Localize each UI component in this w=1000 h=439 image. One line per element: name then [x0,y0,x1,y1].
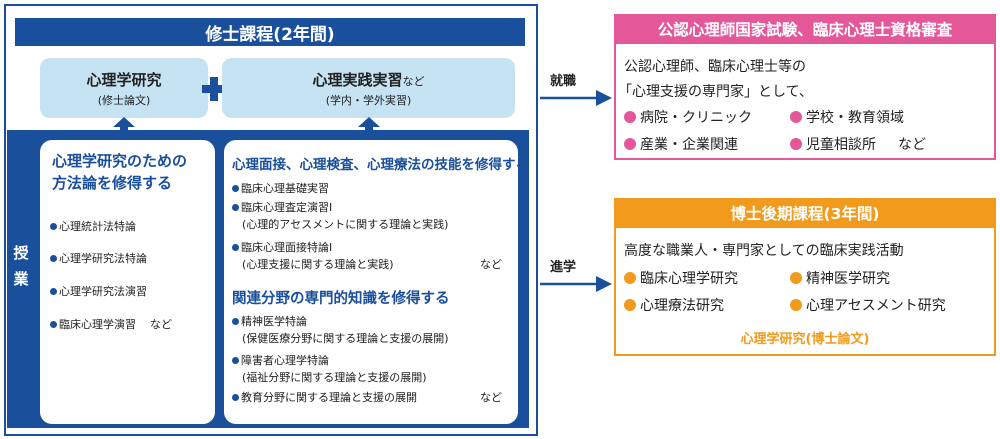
advance-arrow-label: 進学 [550,260,577,275]
list-item-label: 児童相談所 [806,137,876,153]
methodology-heading: 心理学研究のための 方法論を修得する [52,150,212,194]
skills-card [224,140,518,424]
list-item-label: 精神医学特論 [241,315,307,328]
bullet-dot-icon [790,138,802,150]
doctoral-thesis-label: 心理学研究(博士論文) [740,332,870,347]
list-item-label: 産業・企業関連 [640,137,738,153]
list-item-sub: (保健医療分野に関する理論と支援の展開) [242,332,449,345]
coursework-side-label: 授 業 [7,240,35,292]
methodology-card [40,140,215,424]
list-item: 産業・企業関連 [624,134,738,154]
list-item: 病院・クリニック [624,107,752,127]
arrow-right-icon [540,90,612,106]
list-item-label: 心理療法研究 [640,298,724,314]
practice-box-sub: (学内・学外実習) [325,93,412,107]
methodology-heading-line: 方法論を修得する [52,174,173,192]
list-item: 心理療法研究 [624,295,724,315]
doctoral-text: 高度な職業人・専門家としての臨床実践活動 [624,243,904,259]
list-item-label: 心理統計法特論 [59,220,136,233]
employment-text: 「心理支援の専門家」として、 [618,84,813,100]
list-item-label: 心理アセスメント研究 [806,298,946,314]
list-item-label: 精神医学研究 [806,271,890,287]
list-item: 臨床心理学演習 など [50,316,172,332]
list-item: 学校・教育領域 [790,107,904,127]
nado-label: など [480,391,502,404]
list-item-sub: (福祉分野に関する理論と支援の展開) [242,371,427,384]
list-item-label: 臨床心理査定演習Ⅰ [241,201,333,214]
list-item: 精神医学特論 [232,313,307,329]
list-item-label: 臨床心理学研究 [640,271,738,287]
knowledge-heading: 関連分野の専門的知識を修得する [232,291,450,307]
skills-heading: 心理面接、心理検査、心理療法の技能を修得する [232,157,529,173]
list-item-sub: (心理支援に関する理論と実践) [242,258,394,271]
research-box-label: 心理学研究 [86,70,162,89]
practice-box-suffix: など [402,74,425,88]
list-item: 心理アセスメント研究 [790,295,946,315]
bullet-dot-icon [50,222,57,230]
list-item: 教育分野に関する理論と支援の展開 [232,389,417,405]
list-item: 臨床心理学研究 [624,268,738,288]
bullet-dot-icon [232,184,239,192]
list-item-label: 病院・クリニック [640,110,752,126]
nado-label: など [898,137,926,153]
side-label-char: 授 [13,244,29,262]
bullet-dot-icon [232,356,239,364]
arrow-up-icon [358,117,380,133]
doctoral-box-title: 博士後期課程(3年間) [614,198,996,228]
list-item-label: 心理学研究法演習 [59,285,147,298]
bullet-dot-icon [232,317,239,325]
list-item-label: 障害者心理学特論 [241,354,329,367]
bullet-dot-icon [232,203,239,211]
list-item-label: 学校・教育領域 [806,110,904,126]
list-item-label: 臨床心理面接特論Ⅰ [241,241,333,254]
list-item-label: 臨床心理学演習 [59,318,136,331]
bullet-dot-icon [232,393,239,401]
bullet-dot-icon [624,299,636,311]
bullet-dot-icon [790,272,802,284]
methodology-heading-line: 心理学研究のための [52,152,188,170]
nado-label: など [480,258,502,271]
bullet-dot-icon [50,320,57,328]
list-item-label: 教育分野に関する理論と支援の展開 [241,391,417,404]
bullet-dot-icon [50,254,57,262]
practice-box: 心理実践実習など (学内・学外実習) [222,58,515,118]
list-item-sub: (心理的アセスメントに関する理論と実践) [242,218,449,231]
bullet-dot-icon [232,243,239,251]
arrow-up-icon [113,117,135,133]
list-item: 心理学研究法特論 [50,250,147,266]
bullet-dot-icon [50,287,57,295]
bullet-dot-icon [624,138,636,150]
list-item: 心理学研究法演習 [50,283,147,299]
nado-label: など [150,318,172,331]
side-label-char: 業 [13,270,29,288]
list-item: 児童相談所 など [790,134,926,154]
bullet-dot-icon [790,299,802,311]
employment-arrow-label: 就職 [550,74,577,89]
masters-program-title: 修士課程(2年間) [15,18,525,46]
practice-box-label: 心理実践実習 [312,70,403,89]
plus-icon [202,77,226,101]
research-box: 心理学研究 (修士論文) [40,58,208,118]
employment-text: 公認心理師、臨床心理士等の [624,59,806,75]
list-item: 臨床心理面接特論Ⅰ [232,239,332,255]
bullet-dot-icon [624,272,636,284]
research-box-sub: (修士論文) [97,93,151,107]
employment-box-title: 公認心理師国家試験、臨床心理士資格審査 [614,14,996,44]
list-item: 障害者心理学特論 [232,352,329,368]
list-item: 臨床心理査定演習Ⅰ [232,199,332,215]
bullet-dot-icon [624,111,636,123]
list-item: 精神医学研究 [790,268,890,288]
list-item: 臨床心理基礎実習 [232,180,329,196]
arrow-right-icon [540,276,612,292]
list-item: 心理統計法特論 [50,218,136,234]
bullet-dot-icon [790,111,802,123]
list-item-label: 臨床心理基礎実習 [241,182,329,195]
list-item-label: 心理学研究法特論 [59,252,147,265]
